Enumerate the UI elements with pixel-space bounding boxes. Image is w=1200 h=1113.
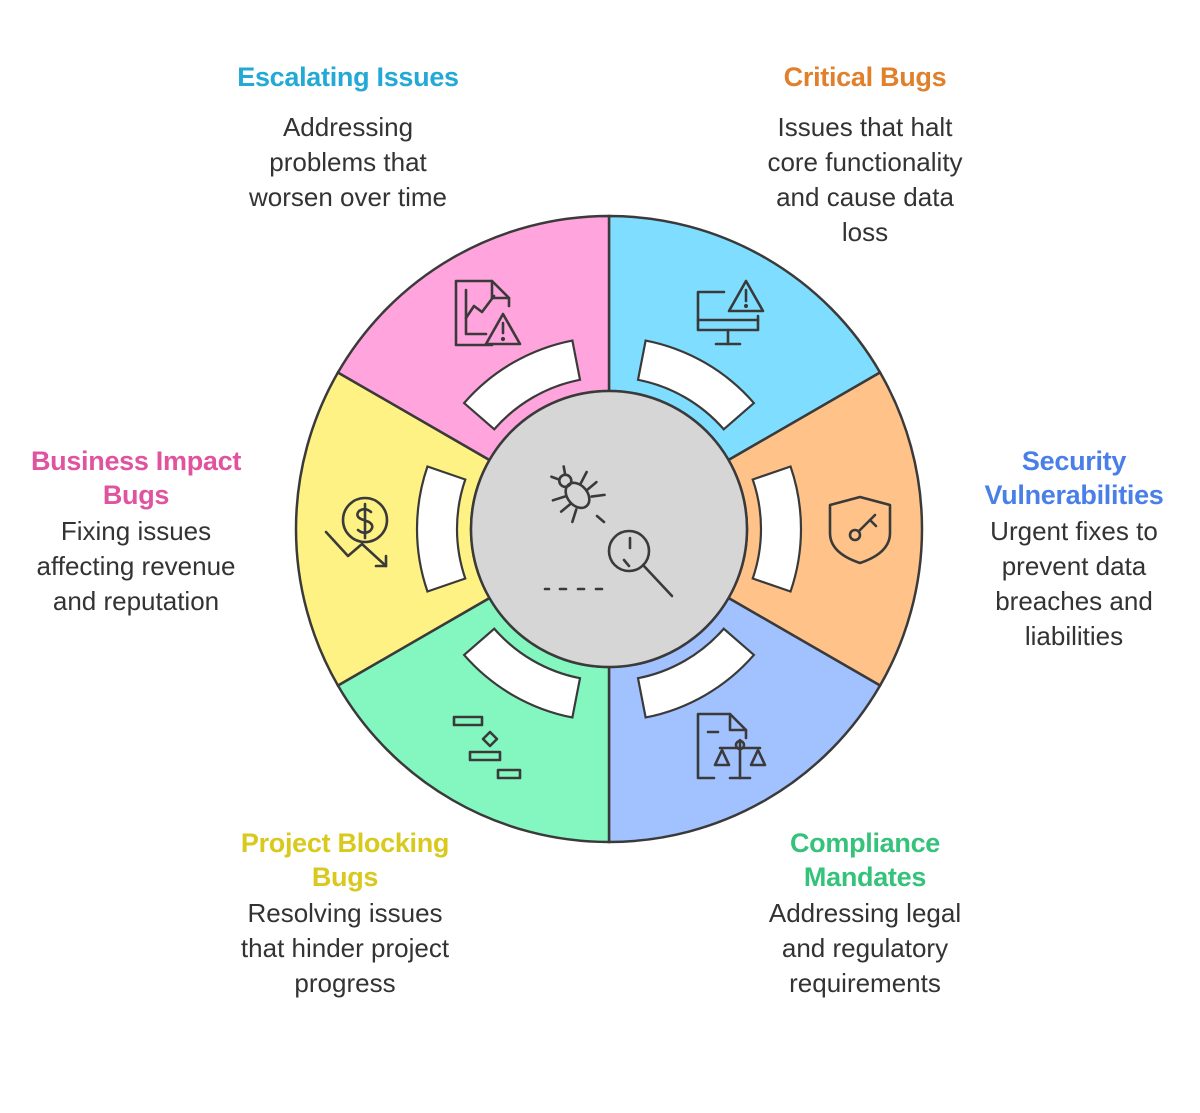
shield-key-icon bbox=[828, 495, 892, 565]
title-project: Project Blocking Bugs bbox=[240, 828, 450, 892]
inner-gap-ring bbox=[415, 339, 803, 719]
title-compliance: Compliance Mandates bbox=[789, 828, 941, 892]
label-escalating: Escalating Issues Addressing problems th… bbox=[208, 60, 488, 215]
desc-compliance: Addressing legal and regulatory requirem… bbox=[768, 898, 962, 998]
title-escalating: Escalating Issues bbox=[237, 62, 459, 92]
title-critical: Critical Bugs bbox=[783, 62, 947, 92]
gap-project bbox=[415, 465, 467, 593]
gap-compliance bbox=[462, 627, 582, 719]
title-security: Security Vulnerabilities bbox=[984, 446, 1164, 510]
label-security: Security Vulnerabilities Urgent fixes to… bbox=[968, 444, 1180, 654]
gap-escalating bbox=[636, 339, 756, 431]
desc-security: Urgent fixes to prevent data breaches an… bbox=[990, 516, 1158, 651]
title-business: Business Impact Bugs bbox=[30, 446, 242, 510]
label-compliance: Compliance Mandates Addressing legal and… bbox=[725, 826, 1005, 1001]
gap-critical bbox=[751, 465, 803, 593]
wheel-ring bbox=[294, 214, 924, 844]
gantt-chart-icon bbox=[452, 715, 522, 780]
label-business: Business Impact Bugs Fixing issues affec… bbox=[10, 444, 262, 619]
desc-project: Resolving issues that hinder project pro… bbox=[240, 898, 450, 998]
document-scale-icon bbox=[696, 712, 767, 780]
gap-business bbox=[462, 339, 582, 431]
desc-business: Fixing issues affecting revenue and repu… bbox=[36, 516, 236, 616]
label-project: Project Blocking Bugs Resolving issues t… bbox=[205, 826, 485, 1001]
gap-security bbox=[636, 627, 756, 719]
monitor-warning-icon bbox=[696, 279, 765, 346]
label-critical: Critical Bugs Issues that halt core func… bbox=[725, 60, 1005, 250]
center-hub bbox=[469, 389, 749, 669]
bug-search-icon bbox=[543, 465, 674, 598]
chart-warning-icon bbox=[454, 279, 522, 347]
dollar-down-icon bbox=[324, 496, 389, 568]
desc-escalating: Addressing problems that worsen over tim… bbox=[249, 112, 447, 212]
desc-critical: Issues that halt core functionality and … bbox=[767, 112, 963, 247]
